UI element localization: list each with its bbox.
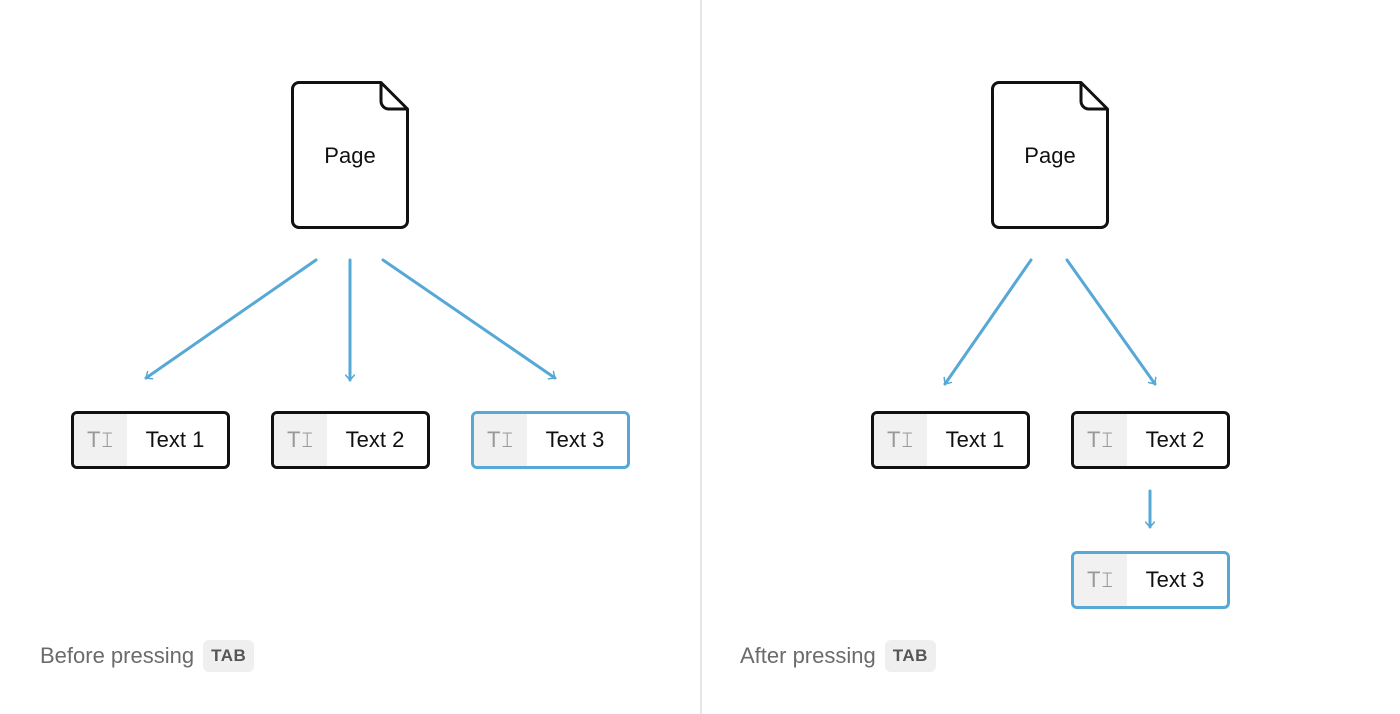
arrow-page-to-text2-after xyxy=(1065,258,1155,386)
text-block-label: Text 1 xyxy=(945,427,1005,452)
arrow-page-to-text1-after xyxy=(945,258,1033,386)
arrow-page-to-text1 xyxy=(144,258,318,378)
page-label: Page xyxy=(1024,143,1076,168)
text-block-label: Text 3 xyxy=(1145,567,1205,592)
text-block-3-selected[interactable]: T𝙸 Text 3 xyxy=(471,411,630,469)
text-icon: T𝙸 xyxy=(874,414,927,466)
text-block-label: Text 2 xyxy=(345,427,405,452)
text-block-2-after[interactable]: T𝙸 Text 2 xyxy=(1071,411,1230,469)
after-caption: After pressing TAB xyxy=(740,640,936,672)
tab-key-badge: TAB xyxy=(203,640,255,672)
caption-text: Before pressing xyxy=(40,643,195,668)
text-icon: T𝙸 xyxy=(1074,554,1127,606)
text-icon: T𝙸 xyxy=(274,414,327,466)
text-icon: T𝙸 xyxy=(1074,414,1127,466)
text-icon: T𝙸 xyxy=(474,414,527,466)
caption-text: After pressing xyxy=(740,643,876,668)
page-label: Page xyxy=(324,143,376,168)
text-block-label: Text 3 xyxy=(545,427,605,452)
text-block-3-nested-selected[interactable]: T𝙸 Text 3 xyxy=(1071,551,1230,609)
page-node-after: Page xyxy=(991,81,1109,229)
tab-key-badge: TAB xyxy=(884,640,936,672)
text-block-1[interactable]: T𝙸 Text 1 xyxy=(71,411,230,469)
text-block-label: Text 2 xyxy=(1145,427,1205,452)
arrow-page-to-text3 xyxy=(381,258,557,378)
panel-divider xyxy=(700,0,702,714)
text-block-2[interactable]: T𝙸 Text 2 xyxy=(271,411,430,469)
before-caption: Before pressing TAB xyxy=(40,640,255,672)
text-block-1-after[interactable]: T𝙸 Text 1 xyxy=(871,411,1030,469)
text-icon: T𝙸 xyxy=(74,414,127,466)
page-icon xyxy=(991,81,1109,229)
page-icon xyxy=(291,81,409,229)
page-node: Page xyxy=(291,81,409,229)
text-block-label: Text 1 xyxy=(145,427,205,452)
